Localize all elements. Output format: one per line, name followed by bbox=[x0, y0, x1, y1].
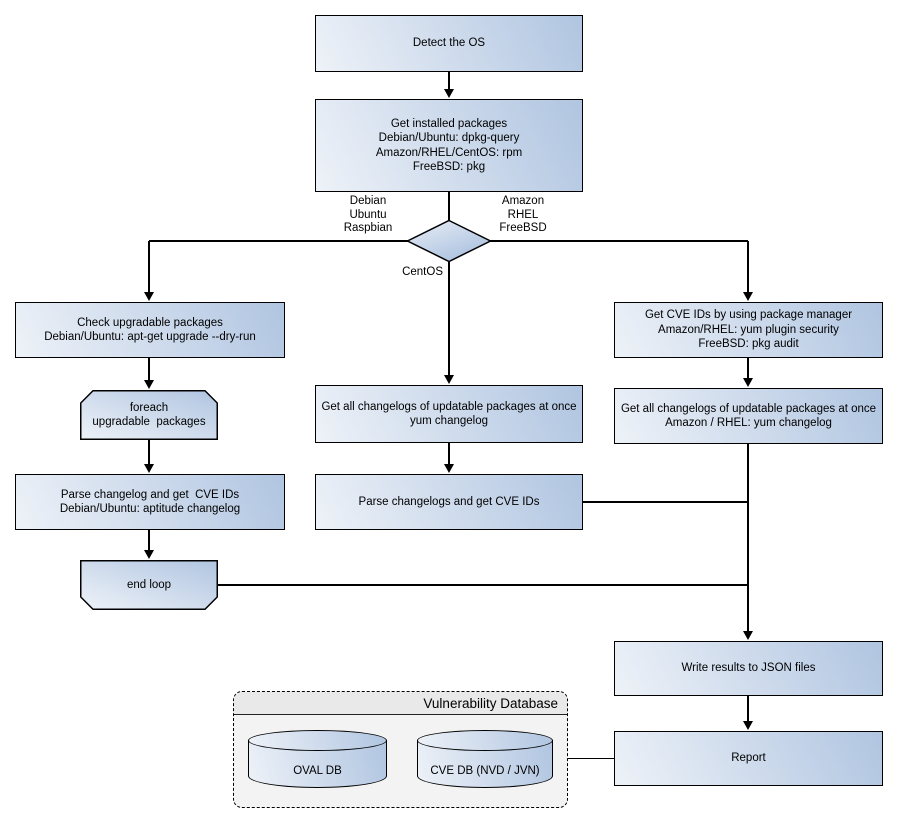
node-label: Report bbox=[731, 752, 766, 765]
node-get-changelogs-amazon: Get all changelogs of updatable packages… bbox=[614, 388, 883, 444]
node-get-cve-ids-package-manager: Get CVE IDs by using package manager Ama… bbox=[614, 302, 883, 358]
arrowhead bbox=[743, 292, 753, 301]
arrowhead bbox=[743, 631, 753, 640]
node-check-upgradable-packages: Check upgradable packages Debian/Ubuntu:… bbox=[15, 302, 285, 358]
node-label: yum changelog bbox=[410, 415, 488, 427]
edge-label-right-branch: Amazon RHEL FreeBSD bbox=[483, 195, 563, 236]
edge-label-line: Amazon bbox=[501, 195, 545, 207]
connector-line bbox=[448, 443, 450, 466]
edge-label-line: FreeBSD bbox=[499, 222, 547, 234]
connector-line bbox=[148, 530, 150, 552]
arrowhead bbox=[144, 550, 154, 559]
node-label: Amazon / RHEL: yum changelog bbox=[665, 417, 832, 429]
arrowhead bbox=[144, 380, 154, 389]
arrowhead bbox=[144, 464, 154, 473]
loop-start-shape bbox=[80, 390, 218, 440]
node-write-results-json: Write results to JSON files bbox=[614, 641, 883, 696]
loop-end-shape bbox=[80, 560, 218, 610]
cylinder-label: OVAL DB bbox=[293, 765, 342, 777]
connector-line bbox=[568, 757, 614, 759]
node-label: Detect the OS bbox=[412, 37, 486, 50]
connector-line bbox=[448, 192, 450, 222]
edge-label-left-branch: Debian Ubuntu Raspbian bbox=[328, 195, 408, 236]
cylinder-label: CVE DB (NVD / JVN) bbox=[430, 765, 540, 777]
edge-label-line: Ubuntu bbox=[349, 208, 387, 221]
group-title: Vulnerability Database bbox=[234, 692, 567, 715]
node-detect-os: Detect the OS bbox=[315, 15, 583, 72]
node-label: upgradable packages bbox=[92, 416, 206, 428]
connector-line bbox=[747, 358, 749, 380]
arrowhead bbox=[144, 292, 154, 301]
node-get-changelogs-centos: Get all changelogs of updatable packages… bbox=[315, 385, 583, 443]
arrowhead bbox=[444, 464, 454, 473]
edge-label-centos: CentOS bbox=[383, 266, 443, 280]
node-label: Get all changelogs of updatable packages… bbox=[321, 400, 577, 413]
node-label: FreeBSD: pkg bbox=[412, 161, 486, 173]
connector-line bbox=[747, 444, 749, 632]
node-parse-changelog-debian: Parse changelog and get CVE IDs Debian/U… bbox=[15, 474, 285, 530]
arrowhead bbox=[444, 89, 454, 98]
node-report: Report bbox=[614, 731, 883, 786]
arrowhead bbox=[743, 721, 753, 730]
node-label: Get CVE IDs by using package manager bbox=[644, 309, 853, 322]
node-get-installed-packages: Get installed packages Debian/Ubuntu: dp… bbox=[315, 99, 583, 192]
connector-line bbox=[218, 584, 748, 586]
node-end-loop: end loop bbox=[80, 560, 218, 610]
node-label: Check upgradable packages bbox=[77, 316, 223, 329]
database-cylinder-cve-db: CVE DB (NVD / JVN) bbox=[417, 730, 553, 788]
database-cylinder-oval-db: OVAL DB bbox=[248, 730, 387, 788]
edge-label-line: Debian bbox=[349, 195, 387, 207]
edge-label-line: CentOS bbox=[402, 266, 443, 278]
node-label: Amazon/RHEL: yum plugin security bbox=[658, 323, 839, 336]
node-label: Amazon/RHEL/CentOS: rpm bbox=[375, 146, 523, 159]
arrowhead bbox=[444, 375, 454, 384]
node-label: Parse changelog and get CVE IDs bbox=[60, 488, 240, 501]
connector-line bbox=[148, 358, 150, 382]
connector-line bbox=[489, 240, 748, 242]
connector-line bbox=[583, 501, 748, 503]
node-label: Write results to JSON files bbox=[681, 662, 816, 675]
cylinder-top bbox=[248, 730, 387, 751]
decision-diamond bbox=[405, 219, 493, 263]
connector-line bbox=[747, 696, 749, 722]
connector-line bbox=[149, 240, 409, 242]
cylinder-top bbox=[417, 730, 553, 751]
node-label: Parse changelogs and get CVE IDs bbox=[358, 495, 540, 508]
connector-line bbox=[747, 241, 749, 293]
connector-line bbox=[148, 241, 150, 293]
connector-line bbox=[448, 71, 450, 91]
node-label: Get all changelogs of updatable packages… bbox=[620, 402, 877, 415]
node-label: FreeBSD: pkg audit bbox=[698, 338, 799, 351]
edge-label-line: Raspbian bbox=[343, 222, 393, 234]
node-label: Debian/Ubuntu: dpkg-query bbox=[378, 132, 520, 144]
node-foreach-loop: foreach upgradable packages bbox=[80, 390, 218, 440]
node-label: foreach bbox=[129, 401, 169, 414]
node-label: end loop bbox=[126, 578, 172, 591]
edge-label-line: RHEL bbox=[507, 208, 539, 221]
connector-line bbox=[148, 439, 150, 466]
node-parse-changelogs-centos: Parse changelogs and get CVE IDs bbox=[315, 474, 583, 530]
node-label: Debian/Ubuntu: apt-get upgrade --dry-run bbox=[44, 331, 256, 343]
arrowhead bbox=[743, 378, 753, 387]
node-label: Debian/Ubuntu: aptitude changelog bbox=[59, 503, 241, 515]
node-label: Get installed packages bbox=[390, 117, 508, 130]
connector-line bbox=[448, 261, 450, 377]
